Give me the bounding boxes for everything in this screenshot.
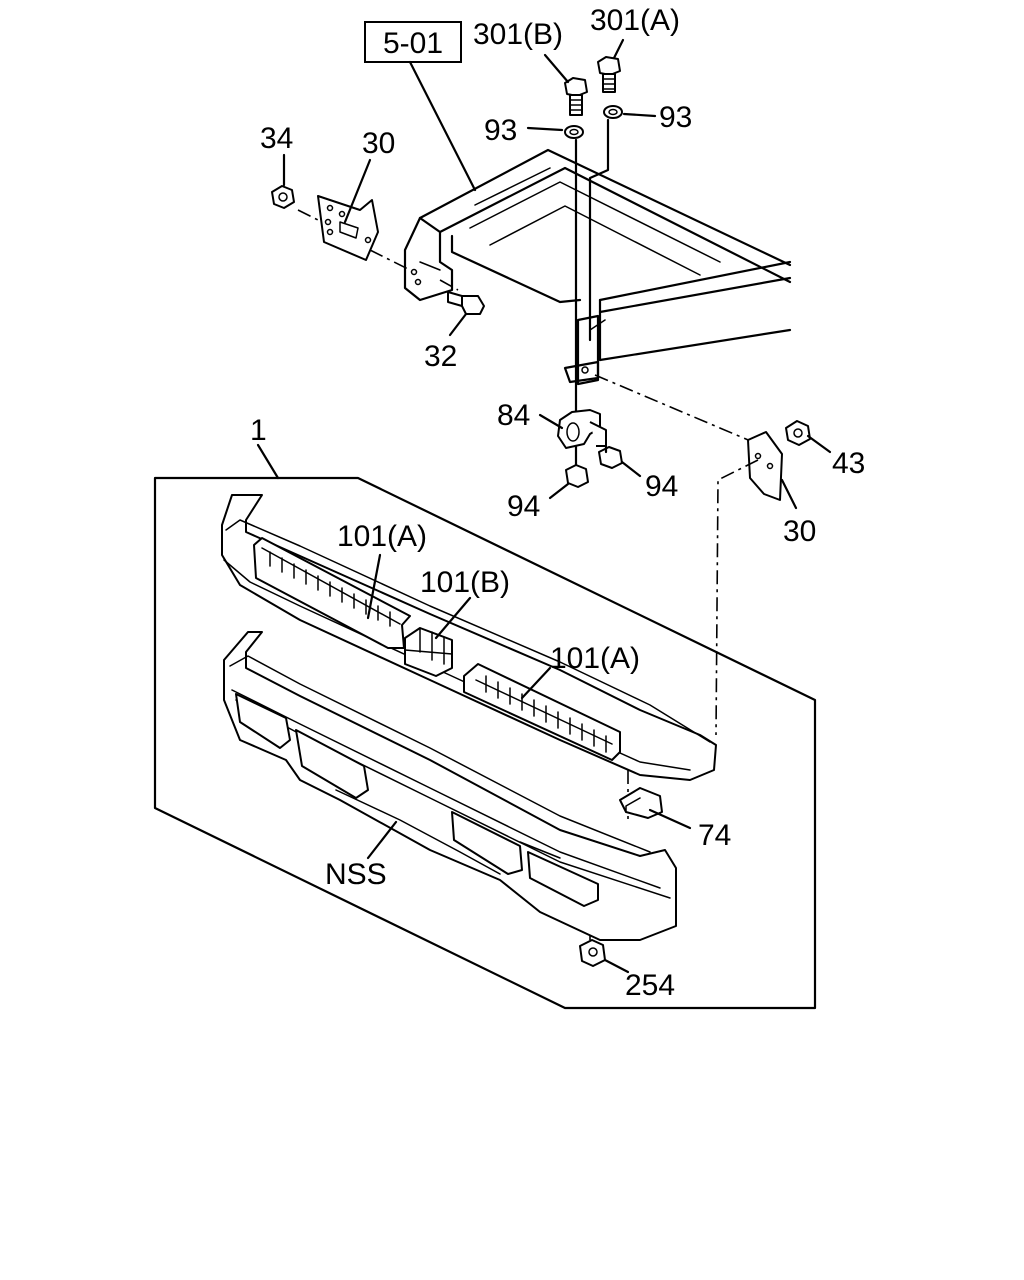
reference-box-label: 5-01	[383, 27, 443, 60]
callout-84: 84	[497, 399, 530, 432]
bumper-lower-body	[223, 631, 677, 941]
callout-30-top: 30	[362, 127, 395, 160]
nut-254	[579, 939, 606, 967]
callout-30-right: 30	[783, 515, 816, 548]
callout-74: 74	[698, 819, 731, 852]
bracket-30-left	[317, 195, 379, 261]
callout-101a-mid: 101(A)	[550, 642, 640, 675]
callout-101a-top: 101(A)	[337, 520, 427, 553]
callout-32: 32	[424, 340, 457, 373]
nut-34	[271, 185, 295, 209]
callout-254: 254	[625, 969, 675, 1002]
callout-1: 1	[250, 414, 267, 447]
callout-43: 43	[832, 447, 865, 480]
reference-box: 5-01	[364, 21, 477, 192]
nut-94-left	[565, 464, 589, 488]
callout-nss: NSS	[325, 858, 387, 891]
bolt-301b	[564, 77, 588, 116]
assembly-box	[153, 476, 817, 1010]
washer-93-right	[603, 105, 623, 119]
nut-94-right	[598, 446, 623, 469]
callout-93-left: 93	[484, 114, 517, 147]
callout-101b: 101(B)	[420, 566, 510, 599]
nut-43	[785, 420, 811, 446]
bracket-30-right	[747, 431, 783, 501]
bolt-301a	[597, 56, 621, 93]
bolt-32	[447, 291, 485, 315]
rubber-strip-101a-left	[253, 537, 411, 649]
callout-93-right: 93	[659, 101, 692, 134]
callout-301a: 301(A)	[590, 4, 680, 37]
rubber-piece-101b	[404, 627, 453, 677]
washer-93-left	[564, 125, 584, 139]
rubber-strip-101a-mid	[463, 663, 621, 761]
leader-lines	[282, 38, 832, 974]
stay-84	[557, 409, 607, 449]
callout-94-left: 94	[507, 490, 540, 523]
callout-34: 34	[260, 122, 293, 155]
frame-chassis	[403, 148, 792, 386]
callout-301b: 301(B)	[473, 18, 563, 51]
callout-94-right: 94	[645, 470, 678, 503]
